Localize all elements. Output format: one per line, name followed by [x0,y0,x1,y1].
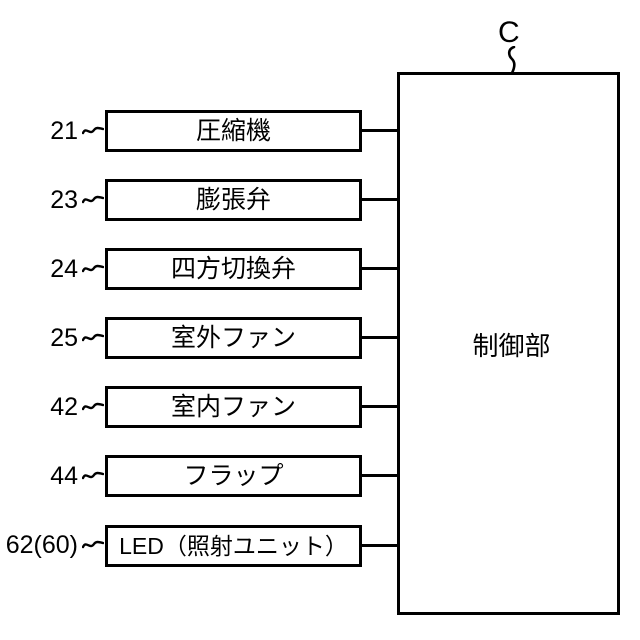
component-box-indoor-fan: 室内ファン [105,386,362,428]
control-unit-label: 制御部 [472,331,551,361]
control-unit-box: 制御部 [397,72,620,615]
component-box-expansion-valve: 膨張弁 [105,179,362,221]
connector-line-led-irradiation-unit [362,544,400,547]
connector-line-outdoor-fan [362,336,400,339]
leader-line-icon-42 [82,400,104,414]
connector-line-expansion-valve [362,198,400,201]
leader-line-icon-21 [82,124,104,138]
connector-line-flap [362,474,400,477]
leader-line-icon-44 [82,469,104,483]
leader-line-icon-62 [82,538,104,552]
component-label-indoor-fan: 室内ファン [170,392,296,421]
component-box-compressor: 圧縮機 [105,110,362,152]
leader-line-icon-25 [82,331,104,345]
connector-line-indoor-fan [362,405,400,408]
control-unit-callout-label: C [498,16,520,49]
leader-line-icon-23 [82,193,104,207]
component-box-outdoor-fan: 室外ファン [105,317,362,359]
component-label-outdoor-fan: 室外ファン [170,323,296,352]
ref-number-44: 44 [50,462,78,490]
ref-number-25: 25 [50,324,78,352]
ref-number-42: 42 [50,393,78,421]
ref-number-21: 21 [50,117,78,145]
component-box-led-irradiation-unit: LED（照射ユニット） [105,525,362,567]
connector-line-compressor [362,129,400,132]
component-box-flap: フラップ [105,455,362,497]
ref-number-24: 24 [50,255,78,283]
component-label-flap: フラップ [183,461,284,490]
ref-number-23: 23 [50,186,78,214]
component-label-compressor: 圧縮機 [195,116,271,145]
component-label-expansion-valve: 膨張弁 [195,185,271,214]
component-label-led-irradiation-unit: LED（照射ユニット） [119,532,348,559]
control-unit-callout-leader-icon [503,46,521,74]
ref-number-62-60: 62(60) [5,531,78,559]
component-box-four-way-valve: 四方切換弁 [105,248,362,290]
component-label-four-way-valve: 四方切換弁 [170,254,296,283]
leader-line-icon-24 [82,262,104,276]
connector-line-four-way-valve [362,267,400,270]
